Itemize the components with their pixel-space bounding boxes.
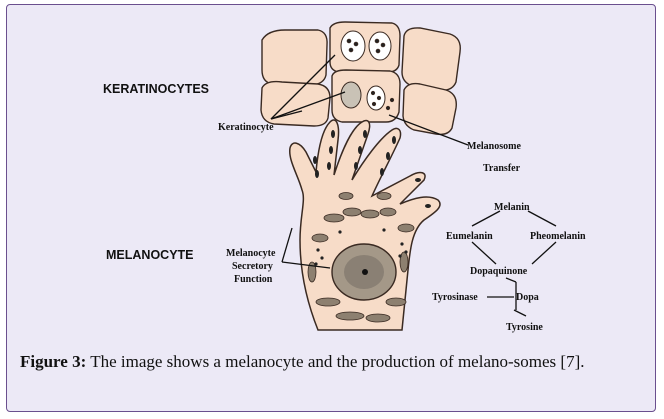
- label-melanosome: Melanosome: [467, 141, 521, 152]
- label-keratinocytes: KERATINOCYTES: [103, 82, 209, 96]
- keratinocyte-cell: [403, 84, 456, 135]
- figure-caption: Figure 3: The image shows a melanocyte a…: [20, 351, 642, 373]
- label-keratinocyte: Keratinocyte: [218, 122, 274, 133]
- label-melanocyte: MELANOCYTE: [106, 248, 194, 262]
- label-melanin: Melanin: [494, 202, 530, 213]
- keratinocyte-cell: [262, 30, 327, 85]
- melanocyte-diagram: KERATINOCYTES MELANOCYTE Keratinocyte Me…: [7, 5, 657, 345]
- label-secretory-line2: Secretory: [232, 261, 273, 272]
- label-secretory-line1: Melanocyte: [226, 248, 276, 259]
- label-tyrosinase: Tyrosinase: [432, 292, 478, 303]
- keratinocyte-cell: [402, 28, 460, 90]
- label-pheomelanin: Pheomelanin: [530, 231, 586, 242]
- label-tyrosine: Tyrosine: [506, 322, 543, 333]
- label-secretory-line3: Function: [234, 274, 273, 285]
- nucleolus: [362, 269, 368, 275]
- label-transfer: Transfer: [483, 163, 521, 174]
- label-dopaquinone: Dopaquinone: [470, 266, 528, 277]
- label-eumelanin: Eumelanin: [446, 231, 493, 242]
- label-dopa: Dopa: [516, 292, 539, 303]
- caption-text: The image shows a melanocyte and the pro…: [86, 352, 584, 371]
- caption-prefix: Figure 3:: [20, 352, 86, 371]
- pathway-arrows: [472, 211, 556, 316]
